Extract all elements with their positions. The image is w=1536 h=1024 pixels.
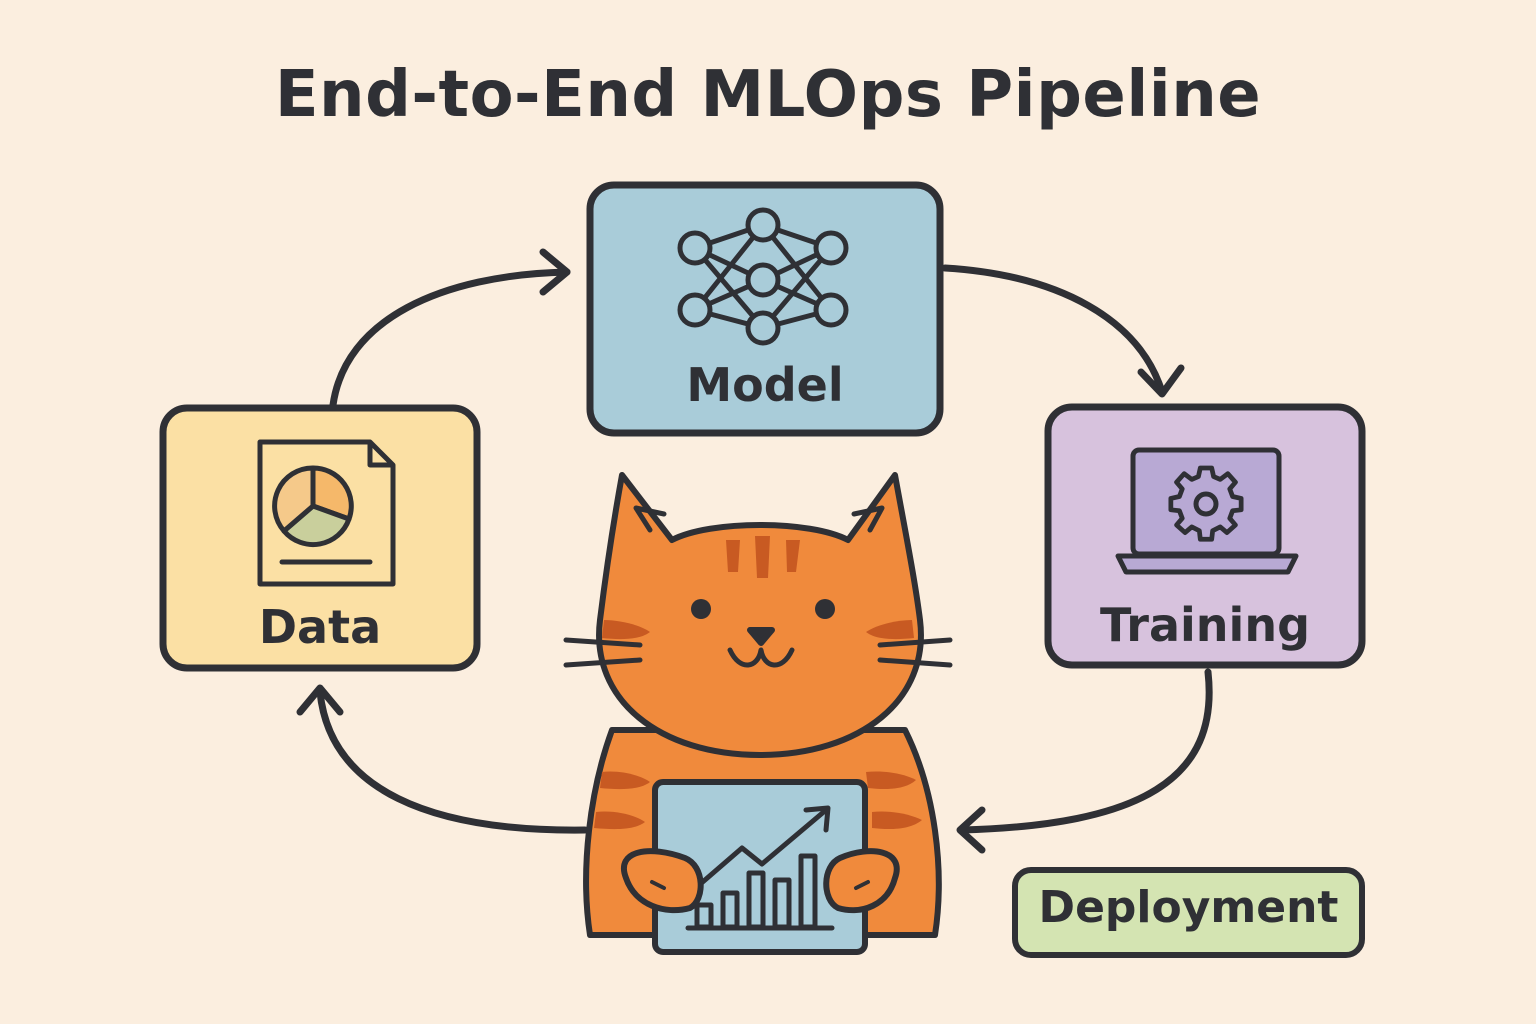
arrow-training-to-deploy bbox=[958, 668, 1213, 834]
arrow-data-to-model bbox=[329, 268, 571, 409]
neural-network-icon bbox=[677, 207, 849, 346]
arrow-model-to-training bbox=[941, 264, 1166, 396]
arrowhead-deploy-to-data bbox=[296, 684, 344, 716]
training-label: Training bbox=[1099, 598, 1310, 652]
cat-head bbox=[596, 472, 924, 758]
cat-left-paw bbox=[621, 848, 704, 914]
arrow-deploy-to-data bbox=[316, 688, 589, 834]
cat-mascot bbox=[563, 472, 953, 955]
arrowhead-training-to-deploy bbox=[956, 806, 986, 854]
growth-chart-icon bbox=[685, 805, 835, 931]
training-stage-box bbox=[1044, 403, 1366, 669]
deployment-label: Deployment bbox=[1038, 882, 1339, 933]
deployment-stage-box bbox=[1012, 867, 1365, 958]
arrowhead-model-to-training bbox=[1137, 364, 1185, 398]
page-title: End-to-End MLOps Pipeline bbox=[274, 58, 1262, 132]
model-stage-box bbox=[586, 181, 944, 437]
arrowhead-data-to-model bbox=[539, 248, 571, 296]
pie-chart-document-icon bbox=[257, 439, 396, 587]
data-label: Data bbox=[258, 600, 382, 654]
data-stage-box bbox=[159, 404, 481, 672]
cat-right-paw bbox=[823, 848, 900, 914]
laptop-gear-icon bbox=[1115, 447, 1299, 575]
model-label: Model bbox=[686, 358, 844, 412]
